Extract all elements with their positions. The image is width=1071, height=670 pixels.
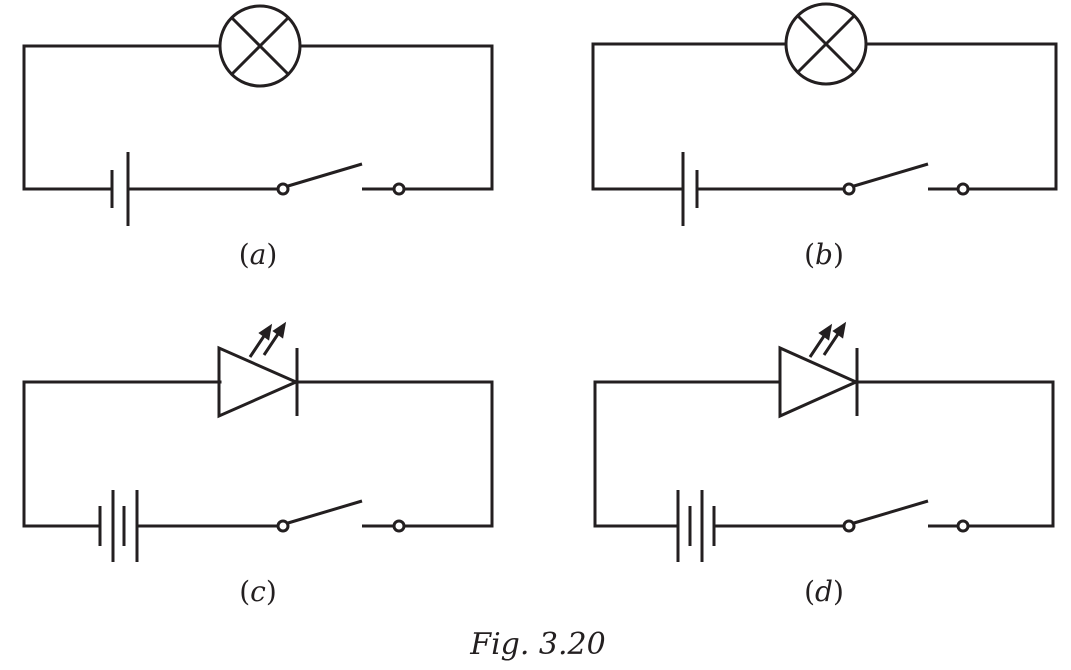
cell-symbol xyxy=(110,152,130,226)
panel-label-d: (d) xyxy=(804,575,844,608)
circuit-b-wire xyxy=(591,42,1058,191)
led-symbol xyxy=(217,321,300,419)
battery-symbol xyxy=(676,490,716,562)
circuit-d xyxy=(593,321,1055,562)
circuit-d-wire xyxy=(593,380,1055,528)
led-symbol xyxy=(778,321,860,419)
lamp-symbol xyxy=(784,2,868,86)
panel-label-a: (a) xyxy=(239,238,278,271)
switch-symbol xyxy=(842,499,970,533)
cell-symbol xyxy=(681,152,699,226)
switch-symbol xyxy=(842,162,970,196)
switch-symbol xyxy=(276,499,406,533)
switch-symbol xyxy=(276,162,406,196)
circuit-c xyxy=(22,321,494,562)
lamp-symbol xyxy=(218,4,302,88)
circuit-c-wire xyxy=(22,380,494,528)
circuit-b xyxy=(591,2,1058,226)
panel-label-c: (c) xyxy=(239,575,277,608)
circuit-a-wire xyxy=(22,44,494,191)
circuit-a xyxy=(22,4,494,226)
panel-label-b: (b) xyxy=(804,238,844,271)
battery-symbol xyxy=(98,490,139,562)
figure-caption: Fig. 3.20 xyxy=(469,627,605,662)
